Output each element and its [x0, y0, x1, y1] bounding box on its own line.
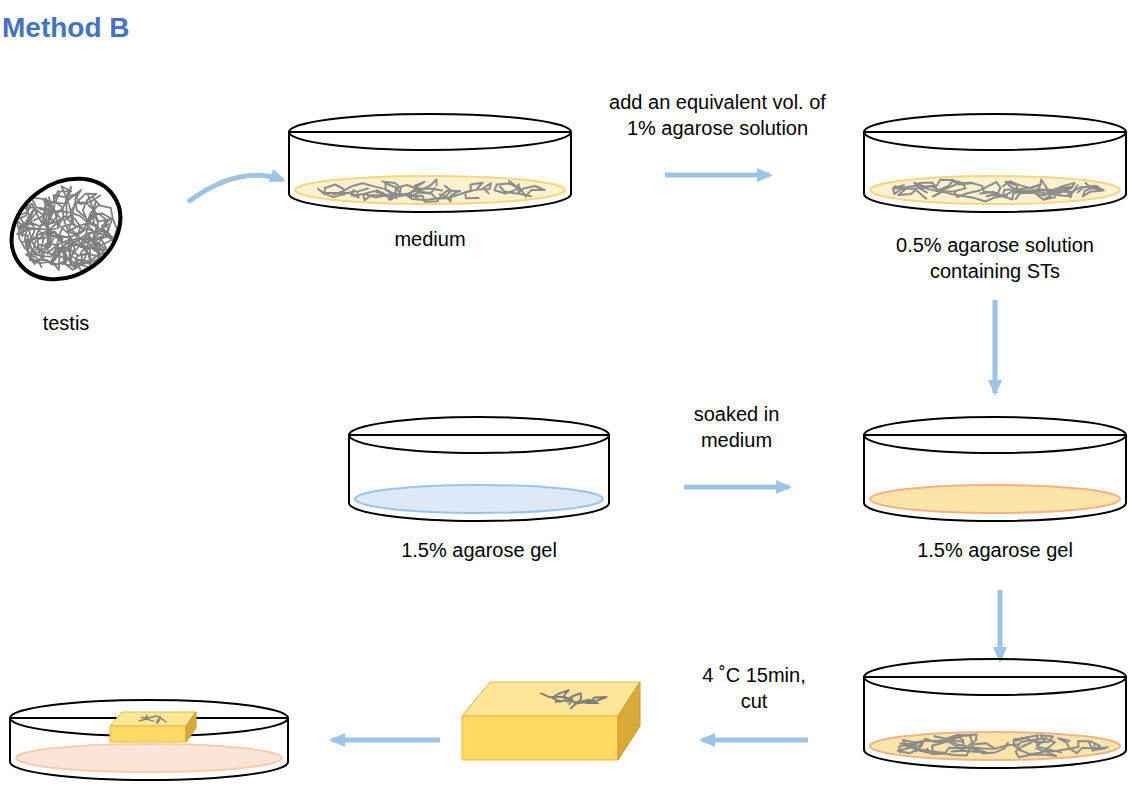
seminiferous-tubule	[914, 180, 953, 193]
dish-rim	[289, 114, 571, 150]
gel-top-face	[462, 682, 640, 716]
petri-dish-node: 0.5% agarose solution containing STs	[862, 112, 1128, 284]
process-arrow	[188, 175, 283, 202]
left-arrow	[332, 738, 440, 743]
seminiferous-tubule	[445, 186, 459, 202]
seminiferous-tubule	[933, 180, 972, 197]
dish-body	[10, 718, 288, 780]
petri-dish-node: medium	[287, 112, 573, 252]
seminiferous-tubule	[935, 735, 987, 752]
gel-side-face	[618, 682, 640, 760]
dish-label: 1.5% agarose gel	[862, 537, 1128, 563]
arrow-label: soaked in medium	[671, 401, 803, 453]
arrow-label: add an equivalent vol. of 1% agarose sol…	[608, 89, 828, 141]
petri-dish-node: 1.5% agarose gel	[347, 415, 611, 563]
gel-front-face	[462, 716, 618, 760]
dish-content	[16, 744, 282, 772]
dish-shape	[862, 415, 1128, 523]
seminiferous-tubule	[19, 191, 64, 256]
dish-shape	[862, 112, 1128, 214]
seminiferous-tubule	[1015, 735, 1053, 745]
petri-dish	[349, 417, 609, 521]
seminiferous-tubule	[352, 181, 401, 197]
seminiferous-tubule	[157, 716, 160, 723]
testis-shape	[4, 170, 128, 288]
dish-content	[870, 485, 1120, 513]
petri-dish-node: 1.5% agarose gel	[862, 415, 1128, 563]
dish-label: 1.5% agarose gel	[347, 537, 611, 563]
gel-top-face	[110, 712, 196, 726]
dish-shape	[287, 112, 573, 214]
petri-dish	[864, 417, 1126, 521]
seminiferous-tubule	[142, 716, 167, 722]
petri-dish	[864, 659, 1126, 768]
dish-rim	[864, 417, 1126, 453]
seminiferous-tubule	[1016, 187, 1073, 199]
seminiferous-tubule	[74, 224, 109, 269]
dish-content	[295, 176, 565, 204]
testis-fill	[4, 170, 128, 288]
process-arrow	[993, 300, 998, 393]
seminiferous-tubule	[1058, 738, 1108, 753]
seminiferous-tubule	[509, 181, 526, 197]
dish-label: testis	[4, 310, 128, 336]
seminiferous-tubule	[903, 740, 927, 751]
seminiferous-tubule	[556, 700, 598, 703]
petri-dish	[289, 114, 571, 212]
testis-outline	[4, 170, 128, 288]
dishes-and-gel	[10, 659, 1126, 780]
dish-content	[355, 485, 603, 513]
testis-node: testis	[4, 170, 128, 336]
small-gel-block	[110, 712, 196, 742]
seminiferous-tubule	[405, 183, 483, 200]
gel-side-face	[186, 712, 196, 742]
gel-front-face	[110, 726, 186, 742]
dish-shape	[347, 415, 611, 523]
process-arrow	[684, 485, 789, 490]
dish-label: medium	[287, 226, 573, 252]
seminiferous-tubule	[1006, 182, 1078, 196]
dish-rim	[864, 114, 1126, 150]
down-arrow	[998, 590, 1003, 660]
seminiferous-tubule	[48, 244, 111, 266]
dish-rim	[349, 417, 609, 453]
petri-dish	[10, 700, 288, 780]
left-arrow	[702, 738, 808, 743]
seminiferous-tubule	[318, 185, 344, 195]
dish-content	[870, 732, 1120, 760]
dish-rim	[864, 659, 1126, 695]
diagram-title: Method B	[2, 12, 130, 44]
gel-block	[462, 682, 640, 760]
process-arrow	[665, 173, 770, 178]
step-label: 4 ˚C 15min, cut	[688, 662, 820, 714]
petri-dish	[864, 114, 1126, 212]
dish-label: 0.5% agarose solution containing STs	[875, 232, 1115, 284]
dish-content	[870, 176, 1120, 204]
